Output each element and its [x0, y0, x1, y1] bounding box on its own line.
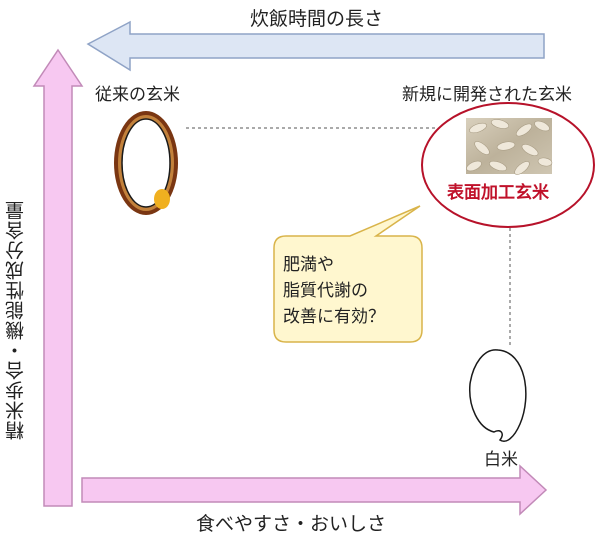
- left-arrow: [34, 50, 82, 506]
- white-rice-label: 白米: [484, 445, 518, 470]
- bottom-arrow-label: 食べやすさ・おいしさ: [196, 509, 386, 536]
- bottom-arrow: [82, 466, 546, 514]
- conventional-brown-rice-label: 従来の玄米: [95, 80, 180, 105]
- white-rice-grain-icon: [470, 350, 526, 441]
- new-brown-rice-label: 新規に開発された玄米: [402, 80, 572, 105]
- speech-bubble-text: 肥満や 脂質代謝の 改善に有効？: [283, 252, 385, 330]
- product-circle: [422, 103, 594, 227]
- brown-rice-grain-icon: [114, 111, 178, 215]
- left-arrow-label: 精米歩合・機能性成分含量: [2, 140, 32, 440]
- product-name-label: 表面加工玄米: [447, 178, 549, 203]
- top-arrow-label: 炊飯時間の長さ: [250, 4, 383, 31]
